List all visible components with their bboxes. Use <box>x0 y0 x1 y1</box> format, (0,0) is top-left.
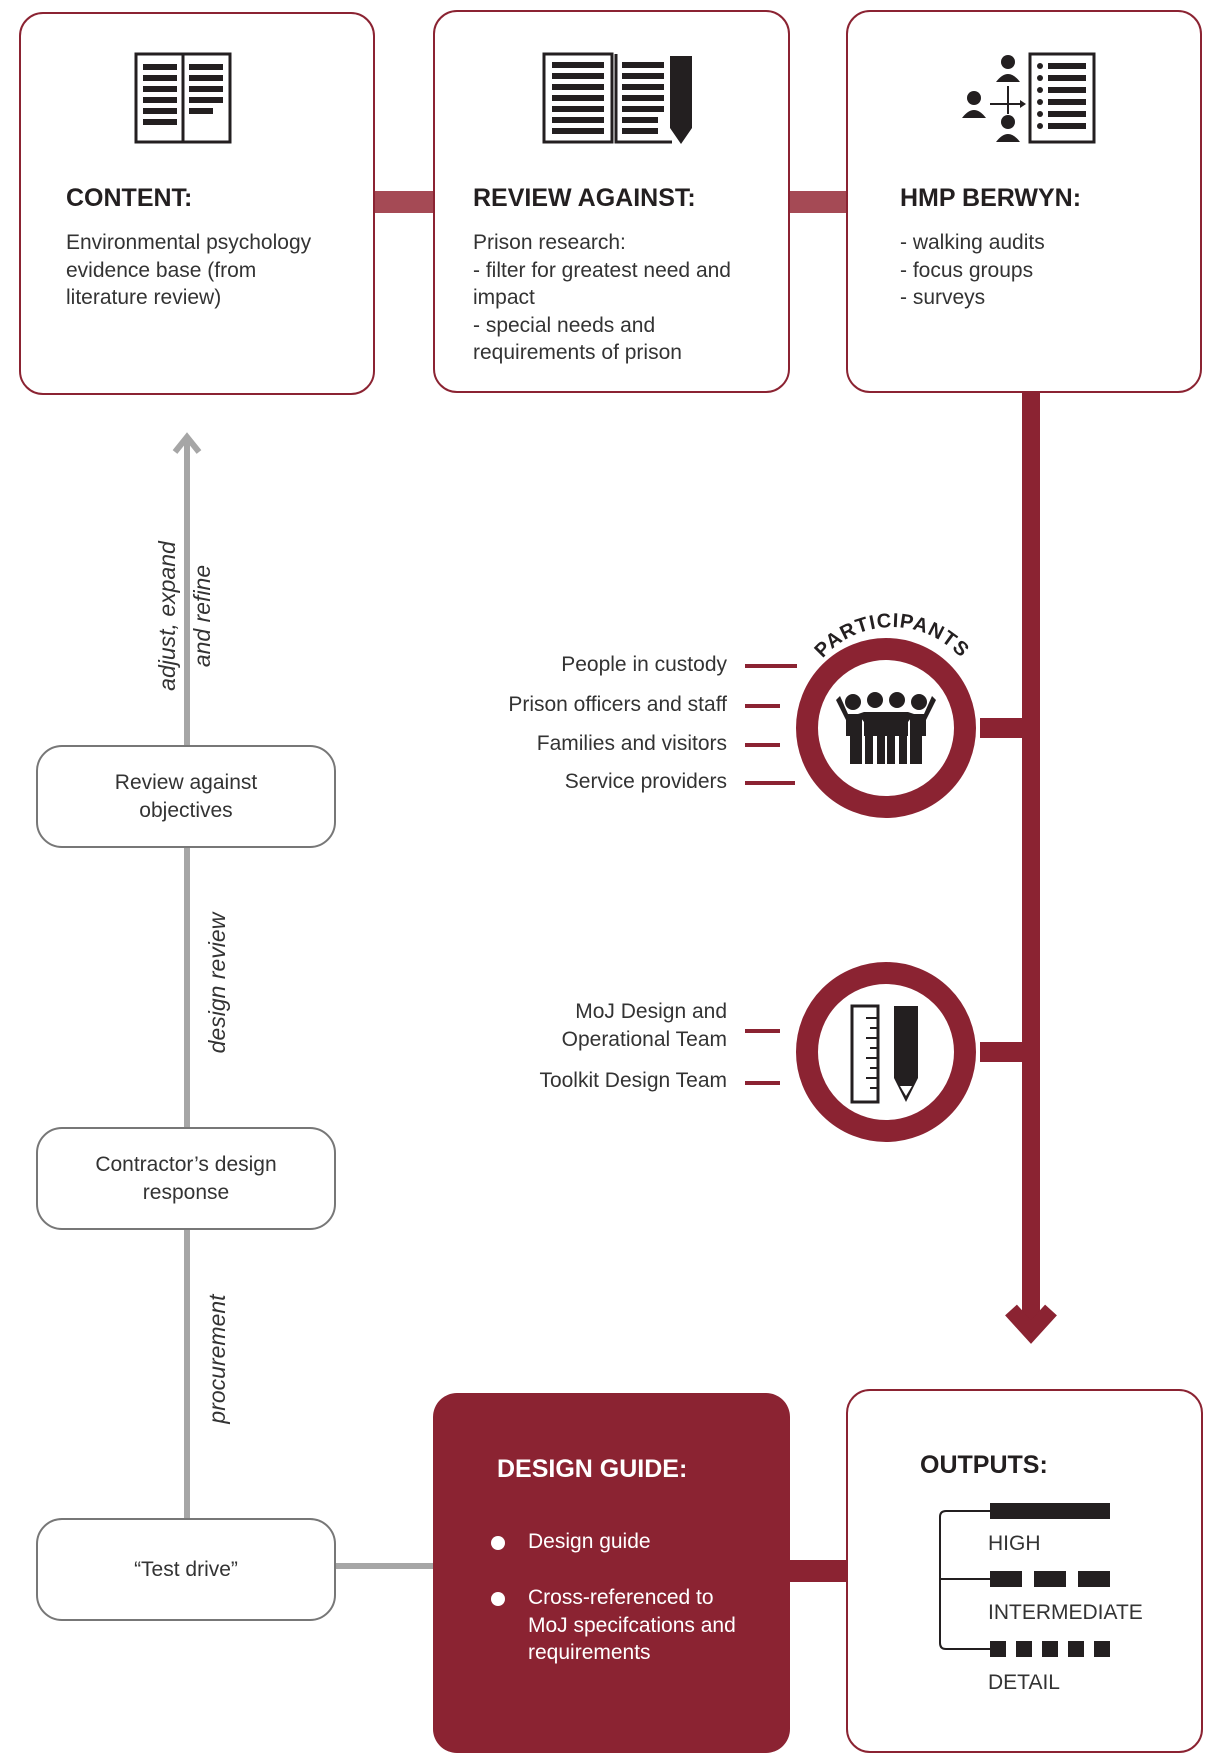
output-level-detail: DETAIL <box>988 1671 1060 1694</box>
main-vertical-line <box>1022 390 1040 1320</box>
outputs-tree-icon <box>939 1503 1110 1657</box>
adjust-expand-label: adjust, expand and refine <box>150 516 220 716</box>
procurement-label: procurement <box>201 1259 233 1459</box>
people-checklist-icon <box>962 52 1096 144</box>
bullet-dot <box>491 1536 505 1550</box>
connector-testdrive-guide <box>335 1563 435 1569</box>
procurement-text: procurement <box>204 1294 230 1424</box>
hmp-heading: HMP BERWYN: <box>900 184 1082 212</box>
design-guide-bullet: Design guide <box>528 1530 651 1553</box>
design-team-circle <box>796 962 976 1142</box>
output-level-intermediate: INTERMEDIATE <box>988 1601 1143 1624</box>
participant-item: Service providers <box>564 770 727 793</box>
dash-toolkit <box>745 1081 780 1085</box>
content-box: CONTENT: Environmental psychology eviden… <box>19 12 375 395</box>
participants-title: PARTICIPANTS <box>810 610 972 662</box>
connector-content-review <box>372 191 436 213</box>
hmp-body: - walking audits - focus groups - survey… <box>900 231 1045 309</box>
review-against-box: REVIEW AGAINST: Prison research: - filte… <box>433 10 790 393</box>
left-vertical-line <box>184 440 190 1520</box>
design-review-label: design review <box>201 883 233 1083</box>
test-drive-box: “Test drive” <box>36 1518 336 1621</box>
arrow-label-line1: adjust, expand <box>154 541 180 691</box>
contractor-response-box: Contractor’s design response <box>36 1127 336 1230</box>
svg-text:PARTICIPANTS: PARTICIPANTS <box>810 610 973 662</box>
design-team-item: Toolkit Design Team <box>539 1069 727 1092</box>
contractor-response-text: Contractor’s design response <box>95 1152 277 1204</box>
review-heading: REVIEW AGAINST: <box>473 184 696 212</box>
content-heading: CONTENT: <box>66 184 193 212</box>
ruler-pencil-icon <box>850 1004 918 1104</box>
design-review-text: design review <box>204 912 230 1054</box>
dash-people-custody <box>745 664 797 668</box>
design-team-item: MoJ Design and Operational Team <box>561 1000 727 1051</box>
connector-review-hmp <box>786 191 848 213</box>
documents-pen-icon <box>542 52 692 144</box>
participant-item: People in custody <box>561 653 727 676</box>
arrow-label-line2: and refine <box>189 564 215 668</box>
review-body: Prison research: - filter for greatest n… <box>473 231 731 364</box>
content-body: Environmental psychology evidence base (… <box>66 231 312 309</box>
group-people-icon <box>836 692 936 764</box>
connector-guide-outputs <box>786 1560 848 1582</box>
open-book-icon <box>134 52 232 144</box>
participants-title-arc: PARTICIPANTS <box>810 610 973 662</box>
dash-officers <box>745 704 780 708</box>
left-arrow-head <box>172 432 202 454</box>
design-guide-bullet: Cross-referenced to MoJ specifcations an… <box>528 1586 736 1664</box>
dash-moj <box>745 1029 780 1033</box>
outputs-box: OUTPUTS: HIGH INTERMEDIATE DETAIL <box>846 1389 1203 1753</box>
outputs-heading: OUTPUTS: <box>920 1451 1048 1479</box>
test-drive-text: “Test drive” <box>134 1557 238 1581</box>
hmp-berwyn-box: HMP BERWYN: - walking audits - focus gro… <box>846 10 1202 393</box>
branch-participants <box>980 718 1026 738</box>
review-objectives-text: Review against objectives <box>114 770 258 822</box>
bullet-dot <box>491 1592 505 1606</box>
design-guide-heading: DESIGN GUIDE: <box>497 1455 688 1483</box>
main-arrow-head <box>1005 1304 1057 1344</box>
output-level-high: HIGH <box>988 1532 1041 1555</box>
participant-item: Prison officers and staff <box>508 693 727 716</box>
participant-item: Families and visitors <box>536 732 727 755</box>
dash-service <box>745 781 795 785</box>
dash-families <box>745 743 780 747</box>
design-guide-box: DESIGN GUIDE: Design guide Cross-referen… <box>433 1393 790 1753</box>
review-objectives-box: Review against objectives <box>36 745 336 848</box>
branch-design-team <box>980 1042 1026 1062</box>
